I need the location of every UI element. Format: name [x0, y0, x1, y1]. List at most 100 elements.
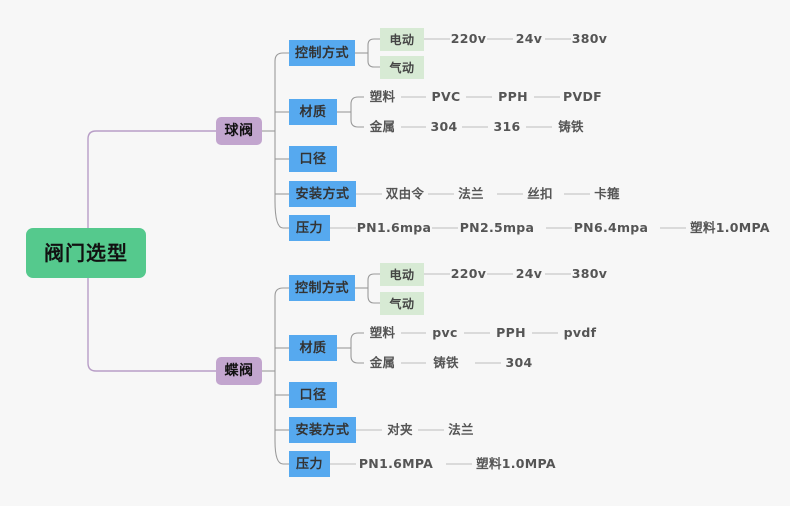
leaf-ball-metal-cast-iron[interactable]: 铸铁 [552, 118, 590, 136]
category-ball-material[interactable]: 材质 [289, 99, 337, 125]
leaf-label: PN2.5mpa [459, 219, 535, 235]
category-label: 控制方式 [295, 45, 350, 61]
category-label: 材质 [299, 340, 327, 356]
leaf-label: PPH [496, 324, 526, 340]
leaf-label: 对夹 [387, 421, 413, 437]
subnode-ball-control-pneumatic[interactable]: 气动 [380, 56, 424, 79]
leaf-label: 304 [430, 118, 458, 134]
subnode-butterfly-material-plastic[interactable]: 塑料 [364, 324, 401, 342]
category-label: 安装方式 [295, 422, 350, 438]
leaf-label: pvc [432, 324, 458, 340]
subnode-label: 塑料 [369, 88, 396, 104]
leaf-ball-install-union[interactable]: 双由令 [382, 185, 428, 203]
leaf-ball-install-flange[interactable]: 法兰 [454, 185, 488, 203]
leaf-label: PPH [498, 88, 528, 104]
root-node[interactable]: 阀门选型 [26, 228, 146, 278]
subnode-label: 电动 [389, 267, 415, 282]
subnode-label: 塑料 [369, 324, 396, 340]
leaf-label: 铸铁 [433, 354, 459, 370]
leaf-butterfly-electric-220v[interactable]: 220v [450, 265, 487, 283]
leaf-label: PN6.4mpa [573, 219, 649, 235]
leaf-ball-electric-380v[interactable]: 380v [571, 30, 608, 48]
branch-node-ball-valve[interactable]: 球阀 [216, 117, 262, 145]
category-butterfly-installation[interactable]: 安装方式 [289, 417, 356, 443]
leaf-ball-pressure-pn25[interactable]: PN2.5mpa [458, 219, 536, 237]
leaf-label: 法兰 [448, 421, 474, 437]
leaf-ball-electric-220v[interactable]: 220v [450, 30, 487, 48]
subnode-ball-material-plastic[interactable]: 塑料 [364, 88, 401, 106]
leaf-label: pvdf [563, 324, 597, 340]
subnode-label: 金属 [369, 354, 396, 370]
leaf-butterfly-pressure-plastic10[interactable]: 塑料1.0MPA [472, 455, 560, 473]
subnode-ball-material-metal[interactable]: 金属 [364, 118, 401, 136]
leaf-label: PN1.6mpa [356, 219, 432, 235]
leaf-butterfly-plastic-pph[interactable]: PPH [490, 324, 532, 342]
subnode-label: 气动 [389, 296, 415, 311]
leaf-label: 24v [515, 265, 543, 281]
category-label: 安装方式 [295, 186, 350, 202]
leaf-label: 法兰 [458, 185, 484, 201]
leaf-label: PN1.6MPA [358, 455, 434, 471]
branch-node-butterfly-valve-label: 蝶阀 [224, 363, 254, 379]
category-label: 口径 [299, 387, 327, 403]
leaf-label: 双由令 [385, 185, 425, 201]
leaf-label: 塑料1.0MPA [690, 219, 770, 235]
leaf-ball-pressure-pn16[interactable]: PN1.6mpa [356, 219, 432, 237]
leaf-ball-plastic-pvdf[interactable]: PVDF [560, 88, 605, 106]
leaf-butterfly-electric-24v[interactable]: 24v [513, 265, 545, 283]
leaf-ball-plastic-pvc[interactable]: PVC [426, 88, 466, 106]
leaf-butterfly-plastic-pvdf[interactable]: pvdf [558, 324, 602, 342]
category-ball-control-method[interactable]: 控制方式 [289, 40, 355, 66]
leaf-ball-install-clamp[interactable]: 卡箍 [590, 185, 624, 203]
category-ball-installation[interactable]: 安装方式 [289, 181, 356, 207]
leaf-ball-install-thread[interactable]: 丝扣 [523, 185, 557, 203]
leaf-butterfly-install-wafer[interactable]: 对夹 [382, 421, 418, 439]
category-butterfly-control-method[interactable]: 控制方式 [289, 275, 355, 301]
category-ball-diameter[interactable]: 口径 [289, 146, 337, 172]
leaf-ball-metal-316[interactable]: 316 [488, 118, 526, 136]
leaf-ball-plastic-pph[interactable]: PPH [492, 88, 534, 106]
leaf-label: 220v [450, 30, 487, 46]
category-label: 压力 [296, 456, 324, 472]
leaf-label: 卡箍 [594, 185, 620, 201]
leaf-label: PVC [431, 88, 461, 104]
subnode-label: 电动 [389, 32, 415, 47]
leaf-label: 220v [450, 265, 487, 281]
subnode-butterfly-material-metal[interactable]: 金属 [364, 354, 401, 372]
category-butterfly-diameter[interactable]: 口径 [289, 382, 337, 408]
category-label: 口径 [299, 151, 327, 167]
leaf-label: 丝扣 [527, 185, 553, 201]
branch-node-butterfly-valve[interactable]: 蝶阀 [216, 357, 262, 385]
leaf-butterfly-metal-cast-iron[interactable]: 铸铁 [426, 354, 466, 372]
category-butterfly-pressure[interactable]: 压力 [289, 451, 330, 477]
leaf-label: 塑料1.0MPA [476, 455, 556, 471]
category-ball-pressure[interactable]: 压力 [289, 215, 330, 241]
category-label: 材质 [299, 104, 327, 120]
root-node-label: 阀门选型 [44, 241, 128, 265]
leaf-ball-electric-24v[interactable]: 24v [513, 30, 545, 48]
subnode-butterfly-control-pneumatic[interactable]: 气动 [380, 292, 424, 315]
category-label: 控制方式 [295, 280, 350, 296]
leaf-butterfly-pressure-pn16[interactable]: PN1.6MPA [356, 455, 436, 473]
subnode-ball-control-electric[interactable]: 电动 [380, 28, 424, 51]
leaf-label: PVDF [563, 88, 602, 104]
category-butterfly-material[interactable]: 材质 [289, 335, 337, 361]
leaf-label: 380v [571, 265, 608, 281]
leaf-label: 24v [515, 30, 543, 46]
branch-node-ball-valve-label: 球阀 [224, 123, 254, 139]
subnode-label: 气动 [389, 60, 415, 75]
category-label: 压力 [296, 220, 324, 236]
leaf-ball-pressure-pn64[interactable]: PN6.4mpa [572, 219, 650, 237]
leaf-butterfly-install-flange[interactable]: 法兰 [444, 421, 478, 439]
leaf-butterfly-electric-380v[interactable]: 380v [571, 265, 608, 283]
leaf-label: 380v [571, 30, 608, 46]
leaf-label: 铸铁 [558, 118, 584, 134]
leaf-ball-pressure-plastic10[interactable]: 塑料1.0MPA [686, 219, 774, 237]
leaf-label: 316 [493, 118, 521, 134]
leaf-butterfly-metal-304[interactable]: 304 [501, 354, 537, 372]
subnode-butterfly-control-electric[interactable]: 电动 [380, 263, 424, 286]
leaf-label: 304 [505, 354, 533, 370]
leaf-butterfly-plastic-pvc[interactable]: pvc [426, 324, 464, 342]
leaf-ball-metal-304[interactable]: 304 [426, 118, 462, 136]
